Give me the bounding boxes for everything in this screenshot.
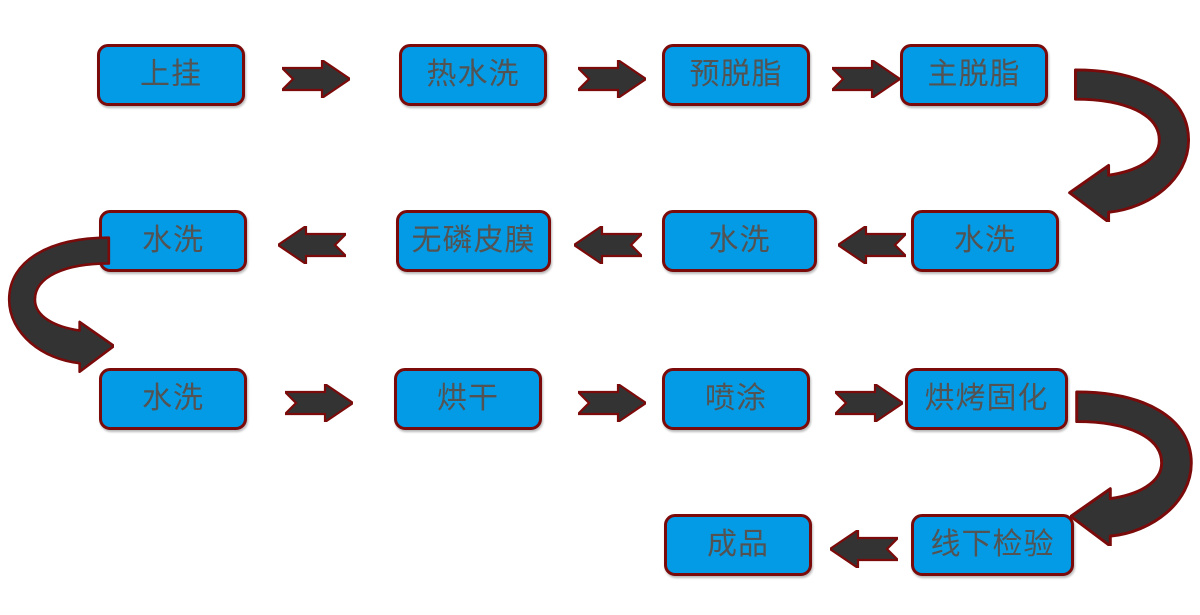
process-node-label: 预脱脂 [689, 57, 783, 92]
process-node-n12[interactable]: 烘烤固化 [905, 368, 1068, 430]
flow-arrow-right [832, 60, 900, 98]
process-node-label: 烘烤固化 [924, 381, 1049, 416]
process-node-n2[interactable]: 热水洗 [399, 44, 547, 106]
process-node-label: 水洗 [142, 381, 204, 416]
flow-arrow-right [285, 384, 353, 422]
flow-arrow-left [278, 226, 346, 264]
flow-connector-curve-right [1068, 68, 1191, 222]
flow-arrow-right [578, 384, 646, 422]
arrow-shape [574, 226, 642, 264]
flow-arrow-left [830, 530, 898, 568]
process-node-n9[interactable]: 水洗 [99, 368, 247, 430]
process-node-label: 无磷皮膜 [411, 223, 536, 258]
process-node-label: 主脱脂 [927, 57, 1021, 92]
arrow-shape [285, 384, 353, 422]
process-node-n11[interactable]: 喷涂 [662, 368, 810, 430]
arrow-shape [578, 384, 646, 422]
process-node-label: 水洗 [708, 223, 771, 258]
arrow-shape [278, 226, 346, 264]
flow-arrow-left [838, 226, 906, 264]
process-node-n5[interactable]: 水洗 [911, 210, 1059, 272]
process-node-label: 喷涂 [705, 381, 767, 416]
process-node-n6[interactable]: 水洗 [662, 210, 817, 272]
process-node-label: 水洗 [954, 223, 1016, 258]
flow-arrow-right [578, 60, 646, 98]
process-node-label: 线下检验 [930, 527, 1055, 562]
process-node-n8[interactable]: 水洗 [99, 210, 247, 272]
arrow-shape [282, 60, 350, 98]
arrow-shape [835, 384, 903, 422]
process-node-n7[interactable]: 无磷皮膜 [396, 210, 551, 272]
flow-connector-curve-left [7, 236, 114, 374]
arrow-shape [578, 60, 646, 98]
process-node-n10[interactable]: 烘干 [394, 368, 542, 430]
arrow-shape [830, 530, 898, 568]
connector-shape [7, 236, 114, 374]
flow-arrow-left [574, 226, 642, 264]
process-node-label: 成品 [707, 527, 769, 562]
flow-arrow-right [835, 384, 903, 422]
flow-connector-curve-right [1070, 390, 1193, 546]
connector-shape [1068, 68, 1191, 222]
process-node-label: 水洗 [142, 223, 204, 258]
process-node-label: 上挂 [140, 57, 202, 92]
process-node-n13[interactable]: 线下检验 [911, 514, 1074, 576]
process-node-n3[interactable]: 预脱脂 [662, 44, 810, 106]
process-node-label: 热水洗 [426, 57, 520, 92]
process-node-n14[interactable]: 成品 [664, 514, 812, 576]
process-node-n1[interactable]: 上挂 [97, 44, 245, 106]
process-node-label: 烘干 [437, 381, 499, 416]
arrow-shape [838, 226, 906, 264]
arrow-shape [832, 60, 900, 98]
flow-arrow-right [282, 60, 350, 98]
connector-shape [1070, 390, 1193, 546]
process-node-n4[interactable]: 主脱脂 [900, 44, 1048, 106]
